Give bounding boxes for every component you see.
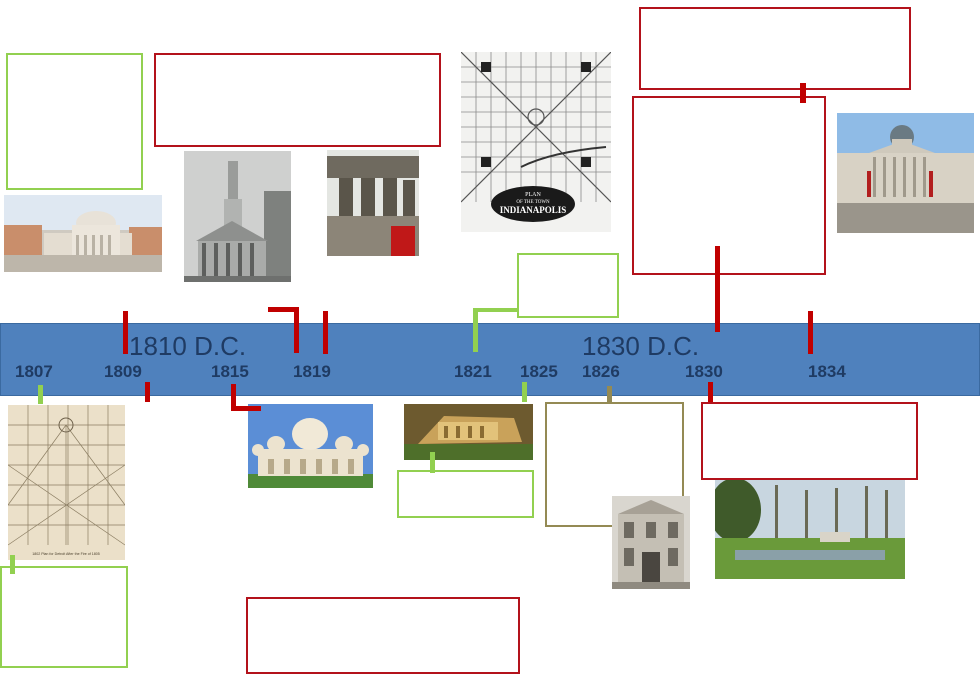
caption-box-bottom: [246, 597, 520, 674]
connector-green-1821-horizontal: [473, 308, 518, 312]
decade-label-1810: 1810 D.C.: [129, 331, 247, 361]
connector-red-1830-down: [708, 382, 713, 402]
year-label-1826: 1826: [582, 362, 620, 381]
caption-box-1807: [6, 53, 143, 190]
connector-green-dc-plan: [10, 555, 15, 574]
connector-green-1807-down: [38, 385, 43, 404]
year-label-1834: 1834: [808, 362, 846, 381]
caption-box-1825: [397, 470, 534, 518]
tick-1821-over: [473, 323, 478, 352]
connector-red-top-right: [800, 83, 806, 103]
decade-label-1830: 1830 D.C.: [582, 331, 700, 361]
connector-green-palace-model: [430, 452, 435, 473]
photo-san-francesco-di-paola: [4, 195, 162, 272]
year-label-1815: 1815: [211, 362, 249, 381]
connector-red-1809-down: [145, 382, 150, 402]
connector-olive-1826-down: [607, 386, 612, 403]
caption-box-bottom-left: [0, 566, 128, 668]
year-label-1830: 1830: [685, 362, 723, 381]
map-indianapolis: PLAN OF THE TOWN INDIANAPOLIS: [461, 52, 611, 232]
image-palace-model: [404, 404, 533, 460]
connector-red-1815-vertical: [231, 384, 236, 411]
caption-box-1819: [154, 53, 441, 147]
caption-box-1821: [517, 253, 619, 318]
map-washington-dc-plan: 1802 Plan for Detroit After the Fire of …: [8, 405, 125, 560]
caption-box-1830-upper: [632, 96, 826, 275]
year-label-1825: 1825: [520, 362, 558, 381]
photo-park-lake: [715, 480, 905, 579]
year-label-1809: 1809: [104, 362, 142, 381]
photo-building-facade: [612, 496, 690, 589]
timeline-band: [0, 323, 980, 396]
caption-box-top-right: [639, 7, 911, 90]
tick-1815-over: [294, 323, 299, 353]
year-label-1807: 1807: [15, 362, 53, 381]
map-plan-title-1: PLAN: [525, 192, 541, 198]
tick-1830-over: [715, 323, 720, 332]
tick-1834-over: [808, 323, 813, 354]
map-plan-title-2: OF THE TOWN: [516, 200, 550, 205]
photo-national-gallery: [837, 113, 974, 233]
connector-red-1819-horizontal: [268, 307, 299, 312]
photo-royal-pavilion: [248, 404, 373, 488]
connector-red-1830-up: [715, 246, 720, 331]
map-plan-title-3: INDIANAPOLIS: [500, 205, 567, 215]
connector-green-1825-down: [522, 382, 527, 402]
connector-red-1815-horizontal: [231, 406, 261, 411]
photo-caryatids: [327, 150, 419, 256]
caption-box-1830-lower: [701, 402, 918, 480]
photo-st-pancras-church: [184, 151, 291, 282]
map-dc-caption: 1802 Plan for Detroit After the Fire of …: [32, 552, 100, 556]
tick-1809-top-over: [123, 323, 128, 354]
tick-1819-over: [323, 323, 328, 354]
year-label-1819: 1819: [293, 362, 331, 381]
year-label-1821: 1821: [454, 362, 492, 381]
